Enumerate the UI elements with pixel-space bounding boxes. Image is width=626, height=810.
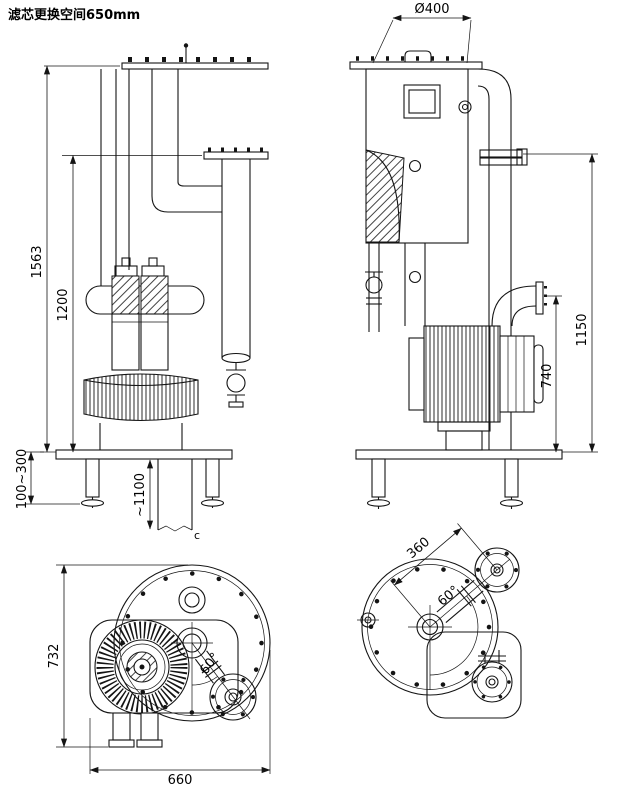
dimension-diameter: Ø400: [372, 2, 472, 64]
top-plate: [121, 43, 269, 70]
filter-tank: [365, 68, 472, 244]
dimension-740: 740: [540, 295, 598, 453]
side-valve-plan: [357, 612, 379, 628]
motor: [499, 335, 535, 413]
dim-pipe-height: 1150: [575, 313, 590, 346]
piping: [100, 69, 269, 364]
blower-housing: [89, 619, 239, 714]
outlet-elbow: [491, 285, 537, 327]
dim-branch-offset: 360: [404, 535, 433, 563]
sight-glass: [403, 84, 441, 119]
dimension-1150: 1150: [523, 153, 598, 453]
dim-mid-height: 1200: [56, 288, 71, 321]
base-frame: [355, 449, 563, 509]
dimension-leg-range: 100~300: [15, 449, 80, 510]
branch-pipe-lower: [471, 650, 513, 703]
top-plate: [349, 50, 483, 70]
blower-side: [408, 281, 547, 451]
dim-depth: 732: [47, 644, 62, 669]
dimension-732: 732: [47, 564, 188, 748]
riser-pipe: [477, 68, 528, 450]
label-c: c: [194, 529, 200, 542]
bolt-circle: [368, 565, 492, 689]
drop-pipe: [157, 459, 193, 532]
drain-valve: [226, 362, 246, 408]
down-pipe: [404, 243, 426, 326]
branch-pipe-upper: [429, 547, 520, 628]
impeller-fins: [96, 621, 188, 713]
bottom-pipes: [108, 712, 163, 748]
side-view: Ø400: [349, 2, 598, 509]
dim-drop-pipe: ~1100: [133, 473, 148, 517]
clearance-note: 滤芯更换空间650mm: [8, 8, 141, 23]
base-frame: [55, 449, 233, 508]
plan-view-right: 360 60°: [357, 523, 522, 719]
lifting-handle: [404, 50, 432, 62]
dim-overall-height: 1563: [30, 245, 45, 278]
dim-outlet-height: 740: [540, 364, 555, 389]
plan-view-left: 60° 732 660: [47, 564, 271, 788]
dim-width: 660: [168, 773, 193, 788]
dimension-660: 660: [89, 650, 271, 788]
dimension-drop-pipe: ~1100: [133, 459, 154, 530]
dim-leg-range: 100~300: [15, 449, 30, 510]
angle-label: 60°: [435, 583, 462, 609]
pump-assembly: [85, 257, 205, 371]
blower-plan: [94, 619, 190, 715]
level-pipe-valve: [365, 243, 383, 332]
inlet-port: [178, 586, 206, 614]
housing-outline: [426, 631, 522, 719]
front-view: 1563 1200 100~300 ~1100 c: [15, 43, 269, 542]
blower-front: [83, 373, 199, 450]
dim-tank-diameter: Ø400: [414, 2, 449, 17]
dimension-1200: 1200: [56, 155, 202, 453]
branch-flange: [191, 642, 257, 721]
